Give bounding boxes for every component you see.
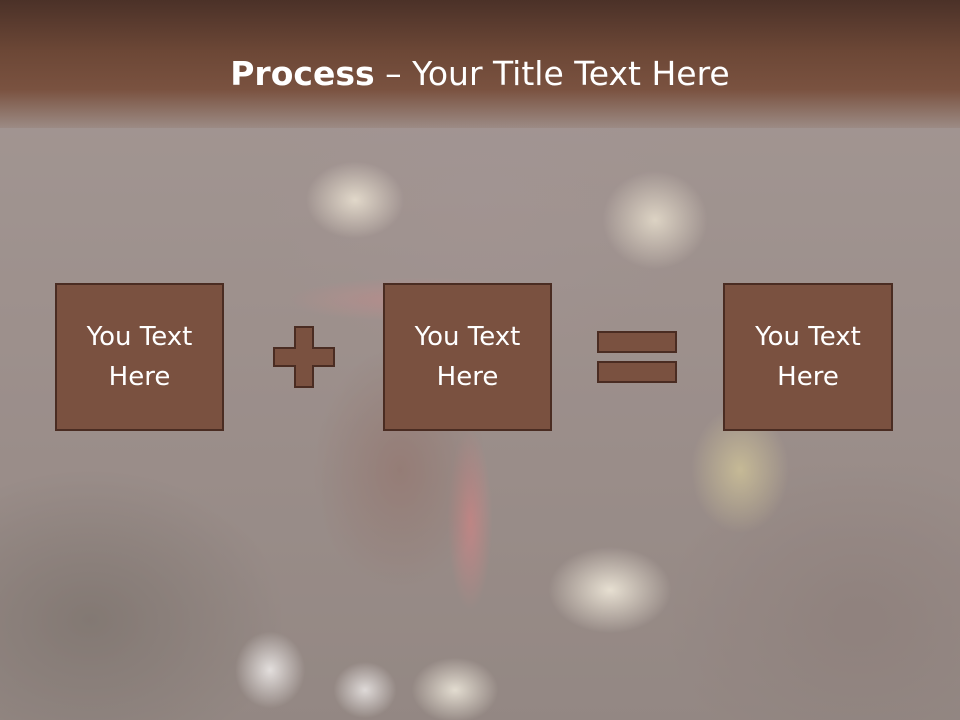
title-bold: Process (230, 54, 375, 93)
process-box-2-text: You Text Here (414, 322, 521, 392)
title-rest: – Your Title Text Here (374, 54, 730, 93)
plus-icon (273, 326, 335, 388)
process-box-1[interactable]: You Text Here (55, 283, 224, 431)
process-box-1-text: You Text Here (86, 322, 193, 392)
equals-icon (597, 331, 677, 383)
process-box-3[interactable]: You Text Here (723, 283, 893, 431)
process-box-3-text: You Text Here (755, 322, 861, 392)
title-band (0, 0, 960, 128)
slide-title[interactable]: Process – Your Title Text Here (0, 52, 960, 96)
process-box-2[interactable]: You Text Here (383, 283, 552, 431)
